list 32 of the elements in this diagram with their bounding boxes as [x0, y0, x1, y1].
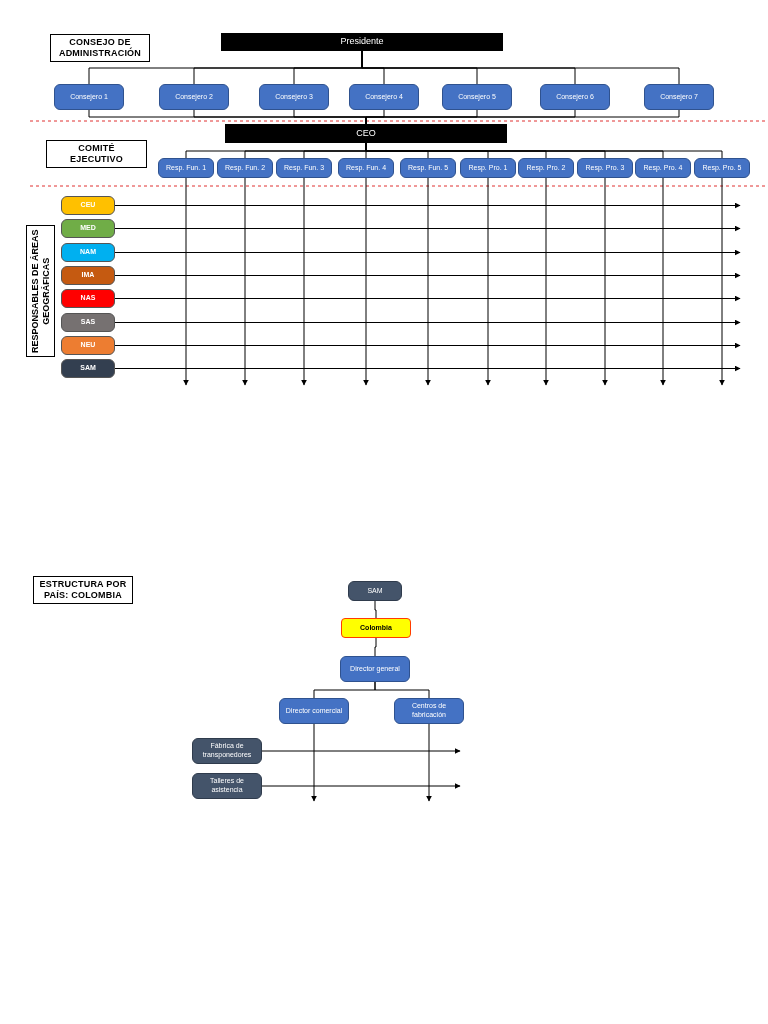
arrow — [114, 202, 741, 209]
arrow — [363, 177, 369, 386]
arrow — [114, 249, 741, 256]
arrow — [485, 177, 491, 386]
arrow — [543, 177, 549, 386]
arrow — [261, 783, 461, 789]
connector-line — [374, 600, 377, 619]
role-bar: CEO — [225, 124, 507, 143]
section-label-box: COMITÉ EJECUTIVO — [46, 140, 147, 168]
arrow — [114, 365, 741, 372]
section-label-box: CONSEJO DE ADMINISTRACIÓN — [50, 34, 150, 62]
arrow — [660, 177, 666, 386]
connector-line — [374, 681, 430, 699]
role-bar: Presidente — [221, 33, 503, 51]
arrow — [114, 272, 741, 279]
arrow — [719, 177, 725, 386]
arrow — [602, 177, 608, 386]
connector-line — [374, 637, 377, 657]
section-label-box: ESTRUCTURA POR PAÍS: COLOMBIA — [33, 576, 133, 604]
arrow — [426, 723, 432, 802]
section-label-box: RESPONSABLES DE ÁREAS GEOGRÁFICAS — [26, 225, 55, 357]
arrow — [183, 177, 189, 386]
connector-line — [365, 109, 680, 125]
arrow — [114, 319, 741, 326]
arrow — [425, 177, 431, 386]
arrow — [261, 748, 461, 754]
arrow — [114, 342, 741, 349]
arrow — [311, 723, 317, 802]
arrow — [242, 177, 248, 386]
arrow — [114, 225, 741, 232]
arrow — [301, 177, 307, 386]
arrow — [114, 295, 741, 302]
